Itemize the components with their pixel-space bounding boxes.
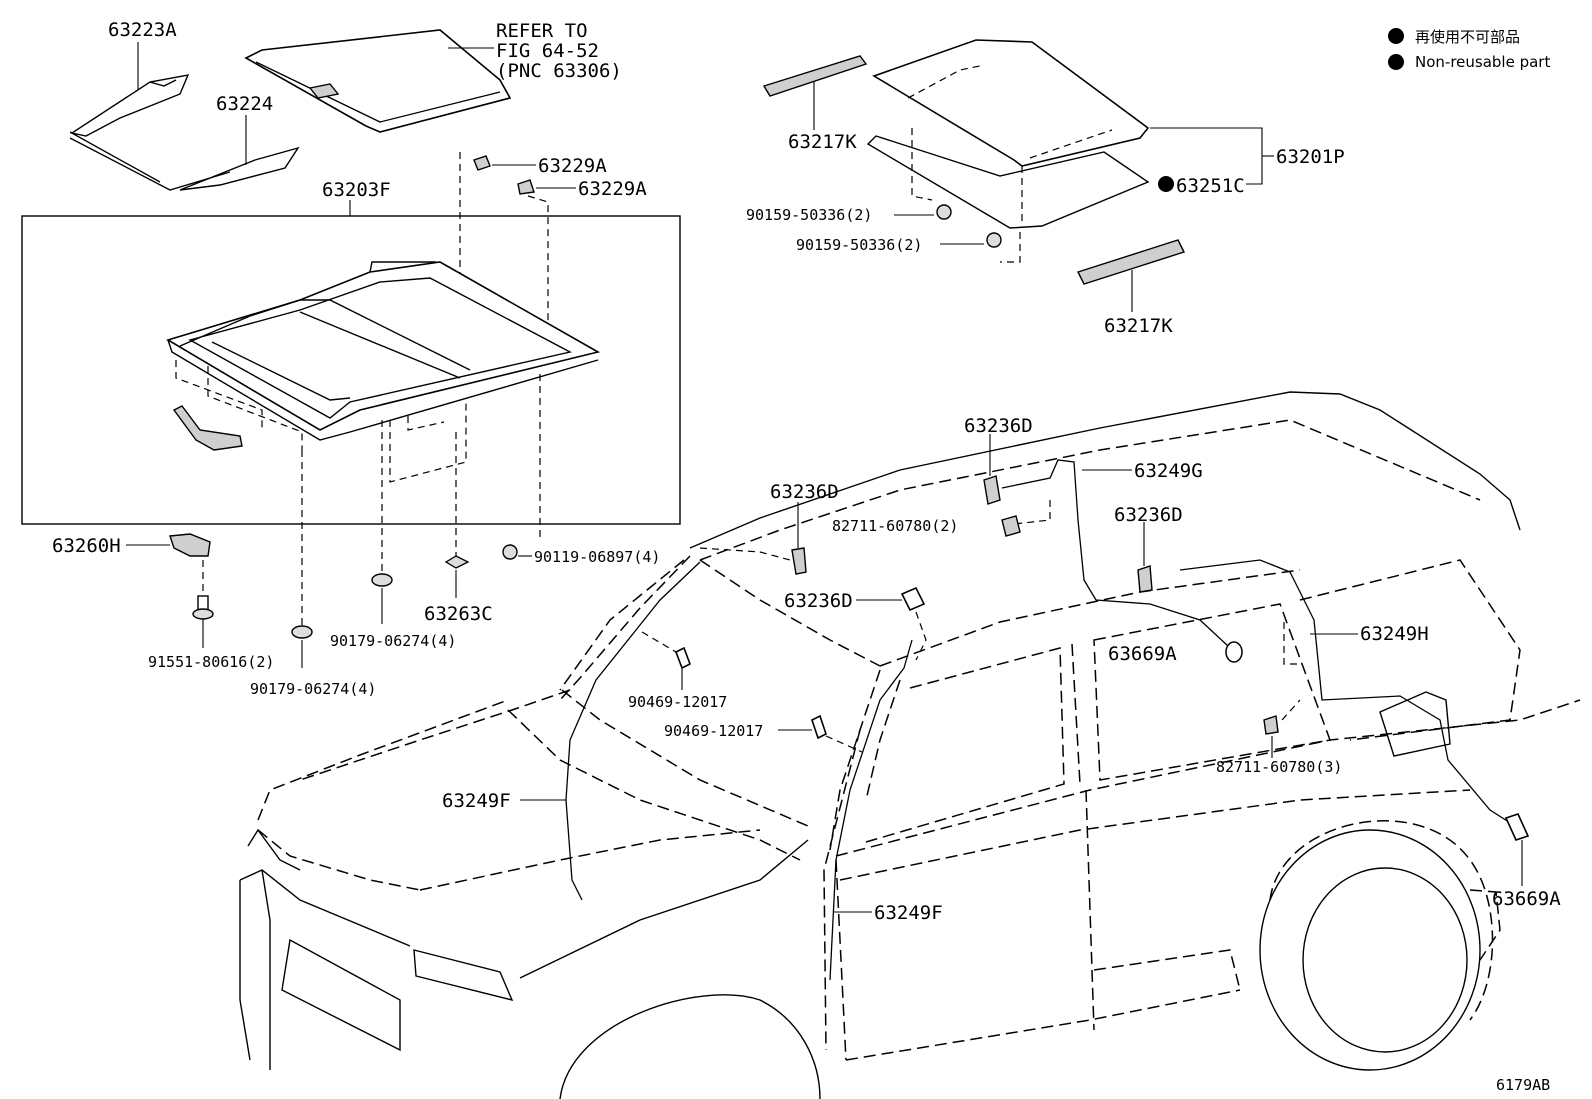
drain-hose-63249F-pillar <box>829 639 913 981</box>
label-63217K-lower: 63217K <box>1104 315 1173 337</box>
clip-63229A-icon <box>473 155 491 171</box>
label-63201P: 63201P <box>1276 146 1345 168</box>
label-63224: 63224 <box>216 93 273 115</box>
legend-english: Non-reusable part <box>1415 53 1550 71</box>
label-63217K-upper: 63217K <box>788 131 857 153</box>
label-82711-60780-2: 82711-60780(2) <box>832 517 958 535</box>
screw-90159-icon <box>940 232 1002 248</box>
label-63263C: 63263C <box>424 603 493 625</box>
reference-line-3: (PNC 63306) <box>496 60 622 82</box>
reference-line-2: FIG 64-52 <box>496 40 599 62</box>
grommet-63669A-icon <box>1504 813 1530 886</box>
clip-63236D-icon <box>791 502 807 575</box>
non-reusable-marker-icon <box>1388 54 1404 70</box>
legend: 再使用不可部品 Non-reusable part <box>1388 28 1550 71</box>
bracket-63263C-icon <box>444 555 470 598</box>
bolt-91551-icon <box>192 595 214 648</box>
label-90469-12017-b: 90469-12017 <box>664 722 763 740</box>
drain-hose-63249G <box>1001 459 1229 647</box>
non-reusable-marker-icon <box>1388 28 1404 44</box>
weatherstrip-63217K-lower <box>1077 239 1185 312</box>
label-63669A-lower: 63669A <box>1492 888 1561 910</box>
label-63236D-2: 63236D <box>964 415 1033 437</box>
label-82711-60780-3: 82711-60780(3) <box>1216 758 1342 776</box>
label-63223A: 63223A <box>108 19 177 41</box>
label-90179-06274-b: 90179-06274(4) <box>250 680 376 698</box>
label-90159-50336-a: 90159-50336(2) <box>746 206 872 224</box>
label-63236D-3: 63236D <box>784 590 853 612</box>
non-reusable-marker-icon <box>1158 176 1174 192</box>
label-63249H: 63249H <box>1360 623 1429 645</box>
label-63229A-upper: 63229A <box>538 155 607 177</box>
figure-code: 6179AB <box>1496 1076 1550 1094</box>
clip-63236D-icon <box>1137 522 1153 593</box>
clip-63236D-icon <box>856 586 926 612</box>
frame-assembly-box <box>21 215 681 525</box>
label-63260H: 63260H <box>52 535 121 557</box>
clip-90469-icon <box>778 714 863 753</box>
nut-90179-icon <box>371 573 393 624</box>
label-63203F: 63203F <box>322 179 391 201</box>
legend-japanese: 再使用不可部品 <box>1415 28 1520 46</box>
label-63669A-upper: 63669A <box>1108 643 1177 665</box>
clip-63229A-icon <box>517 179 535 195</box>
drain-hose-63249F-front <box>565 561 701 901</box>
label-63249G: 63249G <box>1134 460 1203 482</box>
glass-reference-panel <box>244 29 512 133</box>
sunroof-frame-63203F <box>166 261 601 483</box>
label-90119-06897: 90119-06897(4) <box>534 548 660 566</box>
clamp-82711-icon <box>1001 515 1021 537</box>
nut-90179-icon <box>291 625 313 668</box>
clip-63236D-icon <box>983 434 1001 505</box>
clip-90469-icon <box>641 631 692 690</box>
vehicle-body-outline <box>239 391 1581 1099</box>
clamp-82711-icon <box>1263 715 1279 758</box>
rail-63223A <box>69 42 231 191</box>
weatherstrip-63217K-upper <box>762 55 868 130</box>
reference-line-1: REFER TO <box>496 20 588 42</box>
label-63236D-4: 63236D <box>1114 504 1183 526</box>
label-90179-06274-a: 90179-06274(4) <box>330 632 456 650</box>
label-63229A-lower: 63229A <box>578 178 647 200</box>
label-63251C: 63251C <box>1176 175 1245 197</box>
screw-90119-icon <box>502 544 532 560</box>
label-63236D-1: 63236D <box>770 481 839 503</box>
label-90469-12017-a: 90469-12017 <box>628 693 727 711</box>
grommet-63669A-icon <box>1225 641 1243 663</box>
drain-hose-63249H <box>1179 559 1513 825</box>
glass-panel-63201P <box>866 39 1150 263</box>
drive-cable-63260H-icon <box>169 533 211 557</box>
screw-90159-icon <box>894 204 952 220</box>
rail-63224 <box>179 115 300 191</box>
label-91551-80616: 91551-80616(2) <box>148 653 274 671</box>
label-63249F-front: 63249F <box>442 790 511 812</box>
label-63249F-pillar: 63249F <box>874 902 943 924</box>
label-90159-50336-b: 90159-50336(2) <box>796 236 922 254</box>
